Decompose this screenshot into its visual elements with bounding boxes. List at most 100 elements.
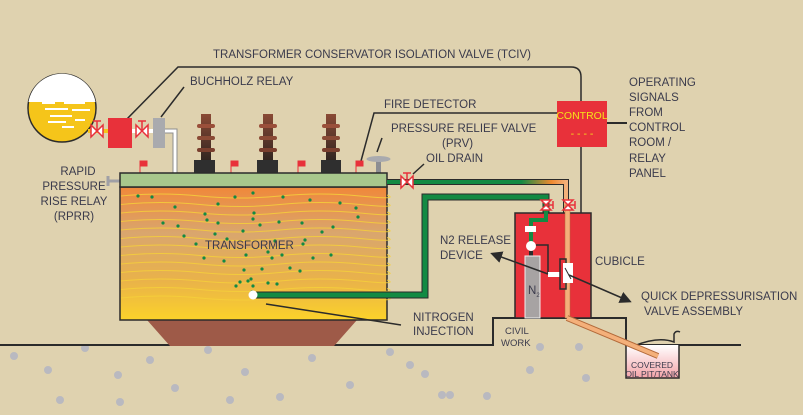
svg-text:INJECTION: INJECTION	[413, 326, 474, 338]
nitrogen-bubble	[234, 284, 238, 288]
nitrogen-bubble	[203, 212, 207, 216]
svg-text:(RPRR): (RPRR)	[54, 211, 94, 223]
svg-text:WORK: WORK	[501, 338, 531, 349]
svg-text:RAPID: RAPID	[60, 166, 95, 178]
svg-text:PRESSURE: PRESSURE	[42, 181, 106, 193]
nitrogen-bubble	[251, 284, 255, 288]
nitrogen-bubble	[320, 230, 324, 234]
nitrogen-bubble	[213, 232, 217, 236]
svg-text:OPERATING: OPERATING	[629, 77, 696, 89]
svg-text:OIL PIT/TANK: OIL PIT/TANK	[625, 369, 679, 379]
bushing	[321, 114, 341, 173]
oil-drain-leader-line	[412, 163, 425, 175]
oil-drain-valve-icon[interactable]	[400, 172, 414, 190]
svg-text:NITROGEN: NITROGEN	[413, 312, 474, 324]
nitrogen-bubble	[241, 229, 245, 233]
buchholz-leader-line	[160, 86, 185, 118]
nitrogen-bubble	[233, 195, 237, 199]
svg-text:ROOM /: ROOM /	[629, 137, 672, 149]
tciv-leader-line	[126, 66, 582, 213]
n2-release-device	[526, 241, 536, 251]
fire-detector-label: FIRE DETECTOR	[384, 99, 476, 111]
bushing	[257, 114, 278, 173]
nitrogen-bubble	[301, 242, 305, 246]
control-label: CONTROL	[556, 110, 607, 122]
nitrogen-bubble	[244, 253, 248, 257]
svg-text:DEVICE: DEVICE	[440, 250, 483, 262]
nitrogen-bubble	[252, 211, 256, 215]
nitrogen-bubble	[275, 282, 279, 286]
nitrogen-bubble	[238, 280, 242, 284]
qdva-label: QUICK DEPRESSURISATION VALVE ASSEMBLY	[641, 291, 797, 318]
svg-text:CIVIL: CIVIL	[505, 326, 529, 337]
nitrogen-bubble	[251, 217, 255, 221]
nitrogen-bubble	[280, 253, 284, 257]
transformer-label: TRANSFORMER	[205, 240, 294, 252]
nitrogen-injection-point	[248, 290, 258, 300]
n2-label: N2	[528, 285, 540, 299]
nitrogen-bubble	[308, 198, 312, 202]
oil-wave	[120, 244, 391, 250]
conservator-tank	[27, 73, 97, 143]
fire-detector-icon	[139, 160, 364, 173]
oil-wave	[120, 202, 391, 207]
pressure-relief-valve-icon	[366, 156, 391, 173]
prv-leader-line	[376, 137, 383, 153]
oil-wave	[120, 287, 391, 292]
nitrogen-bubble	[311, 256, 315, 260]
oil-wave	[120, 210, 391, 216]
nitrogen-bubble	[161, 221, 165, 225]
svg-text:N2 RELEASE: N2 RELEASE	[440, 235, 511, 247]
svg-text:RISE RELAY: RISE RELAY	[41, 196, 108, 208]
nitrogen-bubble	[222, 259, 226, 263]
rprr-label: RAPID PRESSURE RISE RELAY (RPRR)	[41, 166, 108, 223]
tank-cover	[119, 172, 388, 188]
pit-cover	[633, 330, 681, 347]
control-box[interactable]	[557, 101, 607, 147]
buchholz-label: BUCHHOLZ RELAY	[190, 76, 294, 88]
svg-text:COVERED: COVERED	[631, 360, 673, 370]
n2-release-arrow	[490, 251, 549, 275]
oil-pit-tank	[625, 345, 680, 379]
svg-text:SIGNALS: SIGNALS	[629, 92, 679, 104]
nitrogen-bubble	[136, 194, 140, 198]
oil-wave	[120, 261, 391, 267]
nitrogen-bubble	[246, 279, 250, 283]
svg-text:QUICK DEPRESSURISATION: QUICK DEPRESSURISATION	[641, 291, 797, 303]
nitrogen-bubble	[173, 205, 177, 209]
svg-text:PANEL: PANEL	[629, 168, 666, 180]
oil-wave	[120, 270, 391, 275]
nitrogen-bubble	[356, 215, 360, 219]
nitrogen-bubble	[266, 250, 270, 254]
nitrogen-bubble	[225, 237, 229, 241]
transformer-base	[147, 320, 357, 346]
nitrogen-bubble	[354, 206, 358, 210]
cubicle-label: CUBICLE	[595, 256, 645, 268]
bushing	[194, 114, 215, 173]
nitrogen-bubble	[216, 202, 220, 206]
buchholz-valve-icon[interactable]	[135, 120, 149, 139]
tciv-body	[108, 118, 132, 148]
operating-signals-label: OPERATING SIGNALS FROM CONTROL ROOM / RE…	[629, 77, 696, 180]
nitrogen-bubble	[288, 266, 292, 270]
nitrogen-bubble	[176, 224, 180, 228]
cubicle-drain-valve-icon[interactable]	[561, 199, 576, 211]
ground-line	[0, 317, 741, 346]
nitrogen-bubble	[329, 253, 333, 257]
oil-wave	[120, 227, 391, 233]
nitrogen-bubble	[249, 277, 253, 281]
svg-text:FROM: FROM	[629, 107, 663, 119]
tciv-valve-icon[interactable]	[90, 120, 104, 139]
nitrogen-bubble	[150, 195, 154, 199]
nitrogen-bubble	[277, 220, 281, 224]
nitrogen-injection-label: NITROGEN INJECTION	[413, 312, 474, 338]
svg-text:CONTROL: CONTROL	[629, 122, 686, 134]
cubicle-n2-valve-icon[interactable]	[539, 199, 554, 211]
oil-wave	[120, 236, 391, 241]
nitrogen-bubble	[242, 268, 246, 272]
rprr-sensor	[106, 176, 120, 186]
fire-detector-leader-line	[360, 112, 557, 162]
nitrogen-bubble	[338, 201, 342, 205]
oil-wave	[120, 253, 391, 258]
